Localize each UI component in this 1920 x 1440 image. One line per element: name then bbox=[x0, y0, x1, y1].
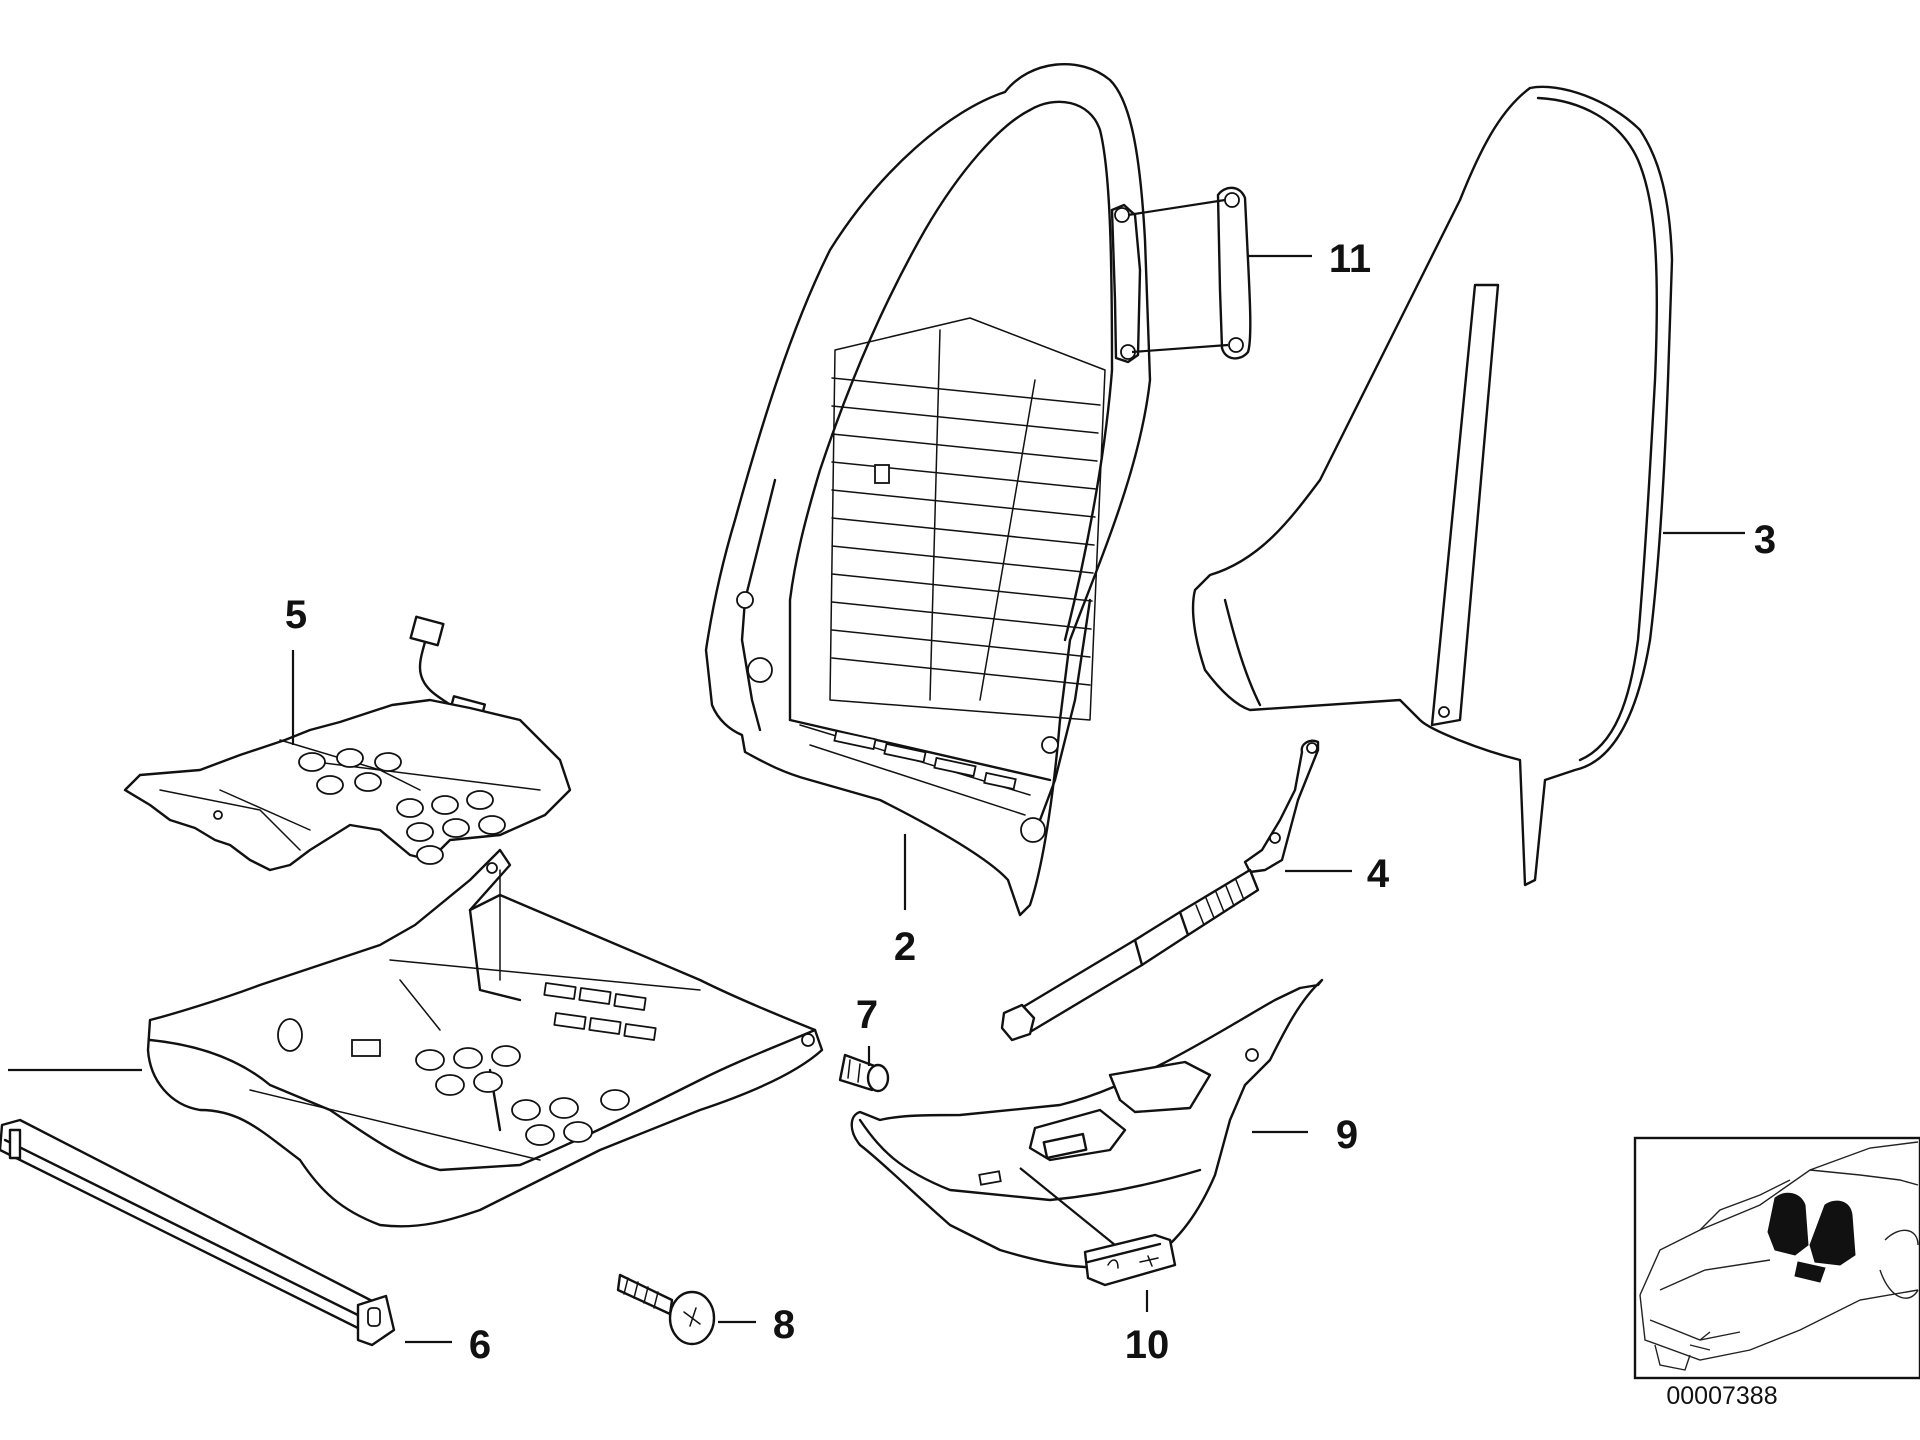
backrest-frame-part bbox=[704, 62, 1152, 917]
callout-10: 10 bbox=[1125, 1323, 1170, 1367]
switch-button-part bbox=[1083, 1233, 1177, 1287]
side-trim-part bbox=[850, 978, 1324, 1269]
headrest-guide-part bbox=[1110, 186, 1252, 364]
vehicle-location-inset bbox=[1633, 1136, 1920, 1380]
seat-pan-part bbox=[146, 848, 824, 1228]
car-outline-icon bbox=[1639, 1141, 1919, 1371]
callout-7: 7 bbox=[856, 993, 878, 1037]
callout-3: 3 bbox=[1754, 518, 1776, 562]
callout-4: 4 bbox=[1367, 852, 1390, 896]
seat-rail-part bbox=[0, 1118, 396, 1347]
inset-frame bbox=[1633, 1136, 1920, 1380]
callout-11: 11 bbox=[1329, 237, 1371, 281]
seat-heating-mat-part bbox=[123, 615, 572, 872]
screw-part bbox=[616, 1273, 716, 1346]
diagram-reference-number: 00007388 bbox=[1666, 1382, 1777, 1410]
callout-6: 6 bbox=[469, 1323, 491, 1367]
callout-2: 2 bbox=[894, 925, 916, 969]
spindle-part bbox=[1000, 739, 1320, 1042]
callout-labels: 2 3 4 5 6 7 8 9 10 11 bbox=[285, 237, 1776, 1367]
backrest-panel-part bbox=[1191, 85, 1674, 887]
callout-8: 8 bbox=[773, 1303, 795, 1347]
callout-5: 5 bbox=[285, 593, 307, 637]
bolt-part bbox=[838, 1053, 890, 1093]
callout-9: 9 bbox=[1336, 1113, 1358, 1157]
seat-highlight-icon bbox=[1767, 1192, 1856, 1283]
leader-lines bbox=[8, 254, 1745, 1344]
